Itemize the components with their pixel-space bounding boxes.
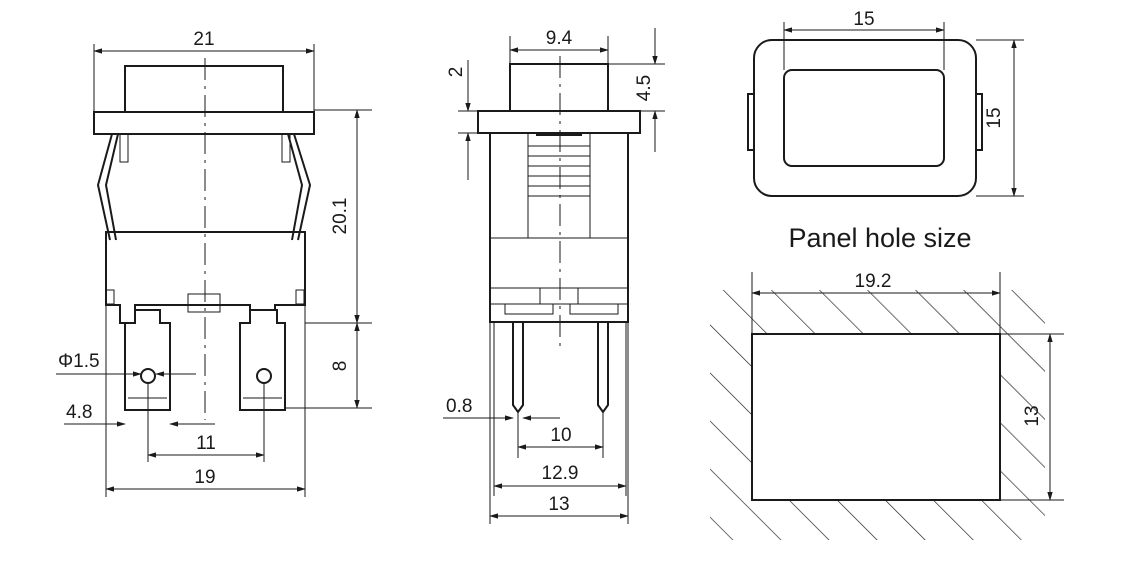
dim-panel-width: 19.2	[855, 271, 892, 292]
top-view: 15 15	[747, 9, 1024, 197]
dim-front-tab-width: 4.8	[66, 402, 92, 423]
panel-hole-title: Panel hole size	[788, 223, 971, 253]
dim-front-body-width: 19	[194, 467, 215, 488]
dim-side-body-width-outer: 13	[548, 494, 569, 515]
dim-side-pin-thickness: 0.8	[446, 396, 472, 417]
dim-side-flange-thickness: 2	[446, 67, 467, 78]
dim-panel-height: 13	[1022, 405, 1043, 426]
side-pin-right	[597, 321, 609, 414]
front-terminal-left	[124, 309, 171, 411]
dim-top-height: 15	[984, 107, 1005, 128]
front-flange	[93, 111, 315, 135]
side-plunger	[527, 132, 591, 239]
front-right-clip	[287, 133, 312, 241]
dim-front-terminal-height: 8	[330, 361, 351, 372]
dim-front-terminal-pitch: 11	[196, 433, 216, 454]
dim-front-body-height: 20.1	[330, 198, 351, 235]
front-terminal-right	[239, 309, 286, 411]
dim-side-body-width-inner: 12.9	[542, 463, 579, 484]
side-housing	[489, 132, 629, 323]
front-left-clip	[96, 133, 119, 241]
dim-side-pin-pitch: 10	[550, 425, 571, 446]
front-button-cap	[124, 65, 284, 113]
side-flange	[477, 110, 641, 134]
front-window	[187, 293, 221, 313]
dim-front-hole-dia: Φ1.5	[58, 351, 100, 372]
side-view: 9.4 2 4.5 0.8 10 12.9 13	[443, 28, 665, 524]
side-pin-left	[512, 321, 524, 414]
panel-hole-view: Panel hole size 19.2 13	[710, 223, 1064, 540]
dim-side-button-height: 4.5	[634, 75, 655, 101]
front-terminal-hole-right	[256, 368, 272, 384]
panel-cutout	[751, 333, 1001, 501]
top-outer-frame	[753, 39, 977, 197]
top-inner-lens	[783, 69, 945, 167]
dim-side-button-width: 9.4	[546, 28, 573, 49]
dim-top-width: 15	[853, 9, 874, 30]
front-view: 21 20.1 8 Φ1.5 4.8 11 19	[56, 29, 372, 497]
dim-front-top-width: 21	[193, 29, 214, 50]
side-button	[509, 63, 609, 112]
